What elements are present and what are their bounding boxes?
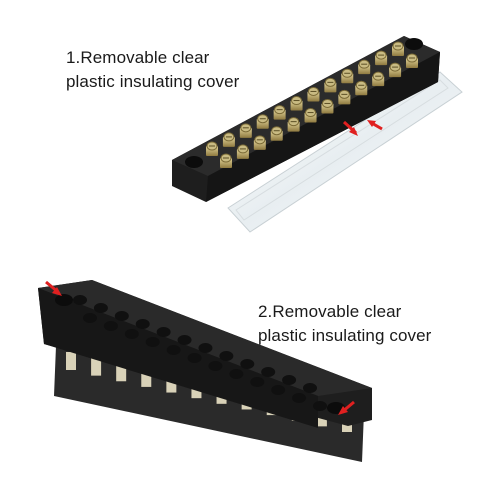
dimple (166, 345, 181, 355)
arrow-icon (45, 280, 355, 415)
screw-terminal (273, 105, 286, 120)
dimple (135, 319, 150, 329)
screw-terminal (253, 135, 266, 150)
dimple (145, 337, 160, 347)
screw-terminal (290, 96, 303, 111)
dimple (219, 351, 234, 361)
brass-contact (66, 352, 76, 370)
screw-terminal (372, 71, 385, 87)
brass-contact (91, 357, 102, 376)
caption-bottom-line1: 2.Removable clear (258, 302, 402, 321)
screw-terminal (270, 126, 283, 141)
dimple (114, 311, 129, 321)
terminal-row-top (206, 41, 418, 168)
dimple (73, 295, 87, 305)
screw-terminal (256, 114, 269, 129)
dimple (282, 375, 297, 385)
screw-terminal (389, 62, 402, 78)
screw-terminal (338, 89, 351, 105)
dimple (187, 353, 202, 363)
screw-terminal (321, 98, 334, 114)
terminal-block-bottom (38, 280, 372, 462)
dimple (198, 343, 213, 353)
screw-terminal (239, 123, 252, 138)
caption-top: 1.Removable clear plastic insulating cov… (66, 46, 239, 94)
dimple (229, 369, 244, 379)
dimple (292, 393, 307, 403)
dimple (271, 385, 286, 395)
screw-terminal (220, 153, 232, 168)
dimple (303, 383, 317, 393)
screw-terminal (222, 132, 235, 147)
screw-terminal (406, 53, 418, 68)
dimple (156, 327, 171, 337)
terminal-block-top (172, 36, 463, 233)
screw-terminal (355, 80, 368, 96)
caption-bottom-line2: plastic insulating cover (258, 326, 432, 345)
screw-terminal (287, 117, 300, 132)
screw-terminal (324, 77, 337, 93)
dimple (208, 361, 223, 371)
dimple (250, 377, 265, 387)
brass-contact (166, 374, 177, 393)
dimple (103, 321, 118, 331)
dimple (240, 359, 255, 369)
screw-terminal (304, 108, 317, 123)
brass-contact (141, 368, 152, 387)
dimple (124, 329, 139, 339)
screw-terminal (375, 50, 388, 66)
screw-terminal (206, 141, 218, 156)
caption-top-line2: plastic insulating cover (66, 72, 240, 91)
dimple (83, 313, 97, 323)
screw-terminal (236, 144, 249, 159)
caption-bottom: 2.Removable clear plastic insulating cov… (258, 300, 431, 348)
arrow-icon (342, 120, 383, 136)
caption-top-line1: 1.Removable clear (66, 48, 210, 67)
screw-terminal (341, 68, 354, 84)
dimple (313, 401, 327, 411)
screw-terminal (358, 59, 371, 75)
screw-terminal (392, 41, 404, 56)
dimple (177, 335, 192, 345)
dimple (93, 303, 108, 313)
brass-contact (116, 363, 127, 382)
screw-terminal (307, 86, 320, 102)
dimple (261, 367, 276, 377)
